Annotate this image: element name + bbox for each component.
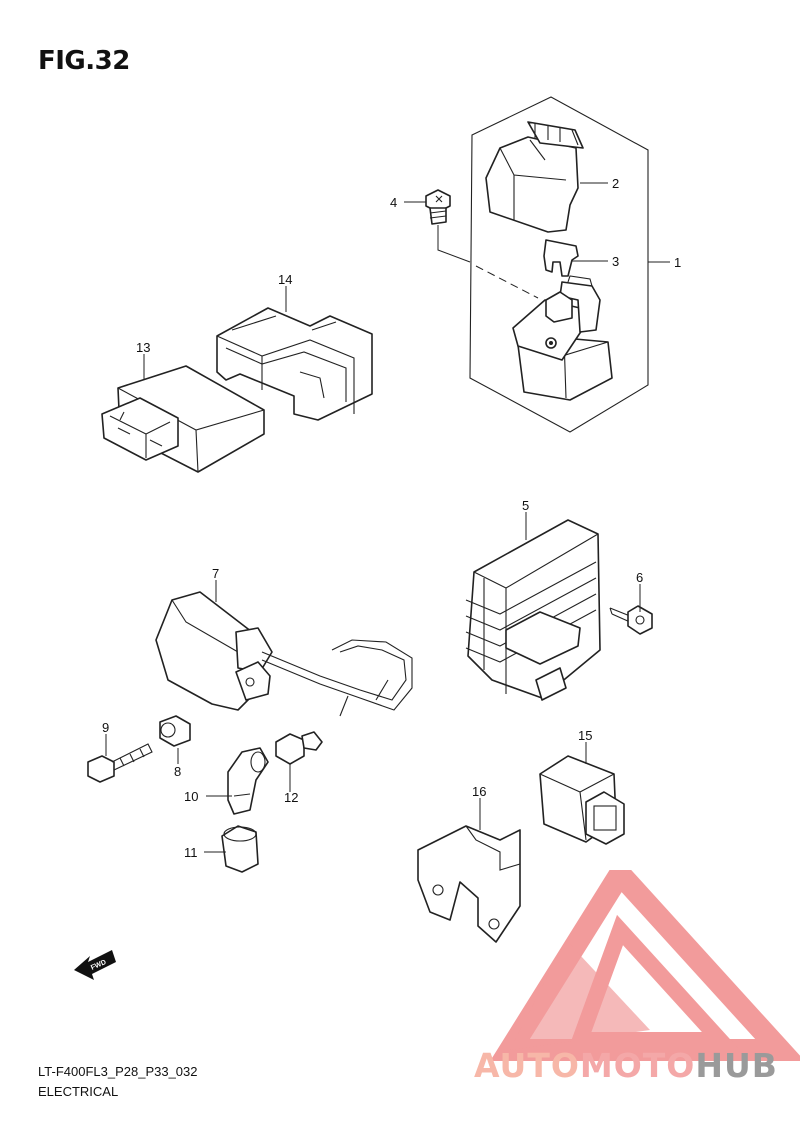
watermark-brand: AUTOMOTOHUB <box>474 1046 778 1085</box>
bracket-16 <box>417 825 521 943</box>
callout-9: 9 <box>102 720 109 735</box>
bolt-4 <box>425 189 451 225</box>
callout-5: 5 <box>522 498 529 513</box>
leader-lines <box>105 182 670 853</box>
relay-cover <box>485 121 584 233</box>
fuse <box>543 239 579 277</box>
fwd-arrow: FWD <box>74 950 116 980</box>
assembly-outline <box>469 96 649 433</box>
ignition-coil-7 <box>155 591 413 717</box>
callout-11: 11 <box>184 845 198 860</box>
starter-relay <box>512 275 613 401</box>
section-label: ELECTRICAL <box>38 1084 119 1099</box>
diagram-code: LT-F400FL3_P28_P33_032 <box>38 1064 198 1079</box>
callout-10: 10 <box>184 789 198 804</box>
callout-12: 12 <box>284 790 298 805</box>
plug-cap-10 <box>227 747 269 815</box>
brand-auto: AUTO <box>474 1046 580 1085</box>
spacer-8 <box>159 715 191 747</box>
cdi-unit-13 <box>101 365 265 473</box>
callout-4: 4 <box>390 195 397 210</box>
callout-6: 6 <box>636 570 643 585</box>
watermark-logo <box>490 870 800 1061</box>
callout-14: 14 <box>278 272 292 287</box>
starter-relay-assembly <box>425 96 649 433</box>
callout-16: 16 <box>472 784 486 799</box>
callout-13: 13 <box>136 340 150 355</box>
bolt-6 <box>609 605 653 635</box>
callout-15: 15 <box>578 728 592 743</box>
cdi-holder-14 <box>216 307 373 421</box>
seal-11 <box>221 825 259 873</box>
brand-hub: HUB <box>695 1046 778 1085</box>
bolt-9 <box>87 743 153 783</box>
callout-7: 7 <box>212 566 219 581</box>
callout-2: 2 <box>612 176 619 191</box>
brand-moto: MOTO <box>579 1046 696 1085</box>
callout-1: 1 <box>674 255 681 270</box>
figure-title: FIG.32 <box>38 46 130 76</box>
regulator-rectifier-5 <box>465 519 601 701</box>
callout-numbers: 1 2 3 4 5 6 7 8 9 10 11 12 13 14 15 16 <box>102 176 681 860</box>
connector-15 <box>539 755 625 845</box>
callout-8: 8 <box>174 764 181 779</box>
cap-12 <box>275 731 323 765</box>
callout-3: 3 <box>612 254 619 269</box>
